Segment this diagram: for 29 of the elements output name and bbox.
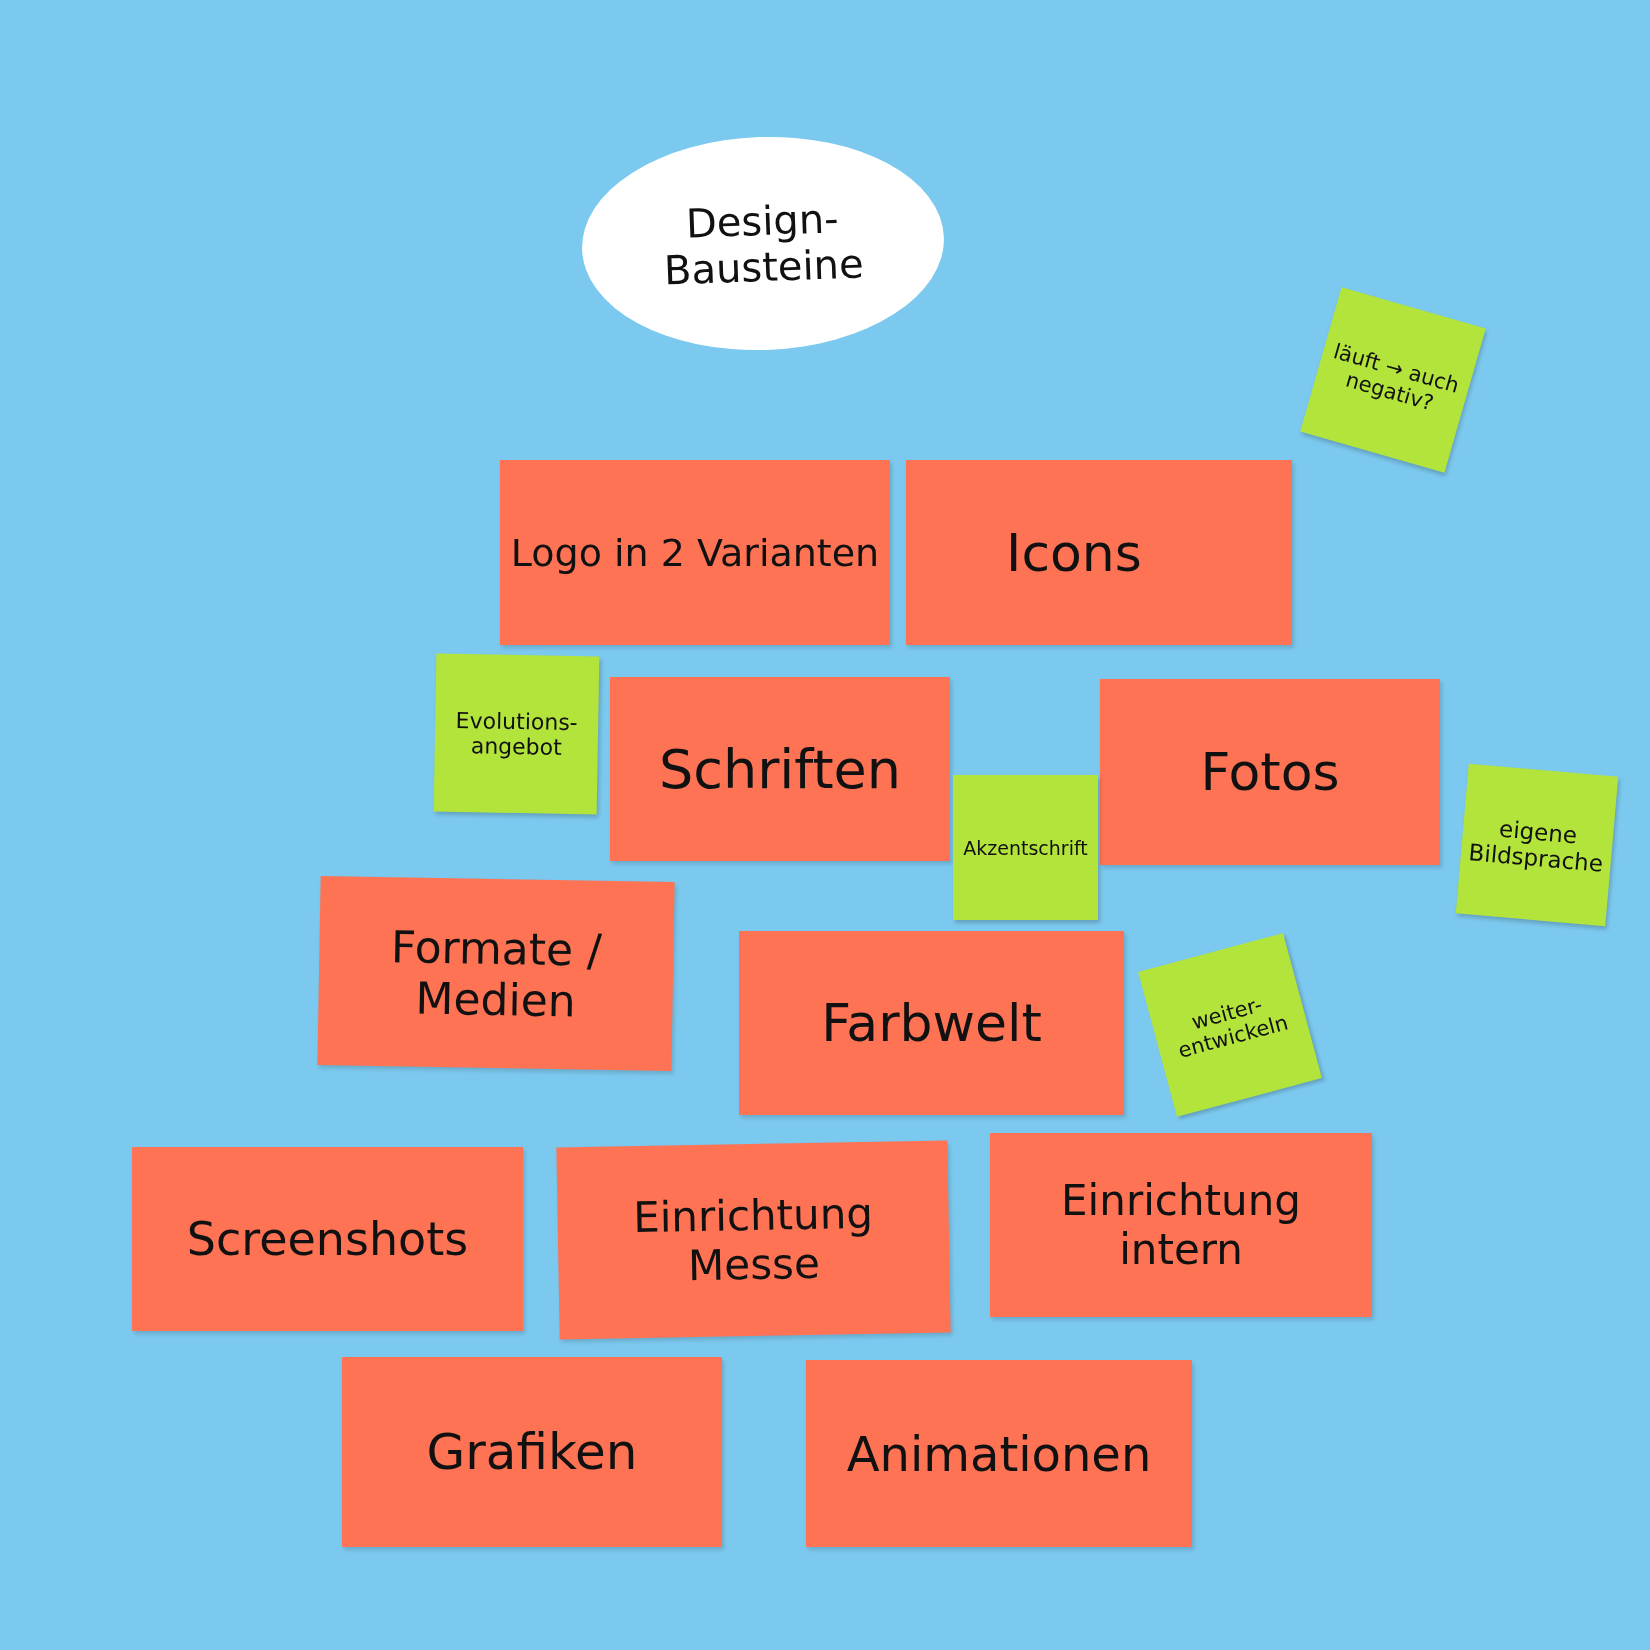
paper-note	[806, 1360, 1192, 1547]
note-text: Formate / Medien	[389, 919, 604, 1028]
note-text: Akzentschrift	[963, 836, 1088, 859]
note-text: Grafiken	[426, 1423, 638, 1481]
note-text: Einrichtung Messe	[631, 1187, 875, 1293]
note-text: läuft → auch negativ?	[1329, 338, 1463, 418]
note-text: eigene Bildsprache	[1466, 814, 1606, 877]
note-text: Logo in 2 Varianten	[510, 530, 880, 575]
note-text: Animationen	[846, 1425, 1152, 1482]
paper-note	[556, 1140, 951, 1340]
note-text: Screenshots	[186, 1212, 469, 1266]
paper-note	[342, 1357, 722, 1547]
note-text: Schriften	[658, 737, 902, 801]
paper-note	[990, 1133, 1372, 1317]
sticky-note	[433, 653, 600, 815]
paper-note	[739, 931, 1124, 1115]
note-text: Design-Bausteine	[662, 193, 866, 295]
paper-note	[610, 677, 950, 861]
paper-note	[317, 875, 675, 1072]
note-text: Farbwelt	[821, 993, 1042, 1053]
note-text: Einrichtung intern	[1060, 1176, 1302, 1274]
note-text: Fotos	[1200, 742, 1340, 802]
paper-note	[132, 1147, 523, 1331]
paper-note	[906, 460, 1292, 645]
paper-note	[1100, 679, 1440, 865]
paper-note	[500, 460, 890, 645]
note-text: Icons	[1006, 522, 1142, 583]
sticky-note	[953, 775, 1098, 920]
note-text: Evolutions-angebot	[454, 707, 579, 761]
